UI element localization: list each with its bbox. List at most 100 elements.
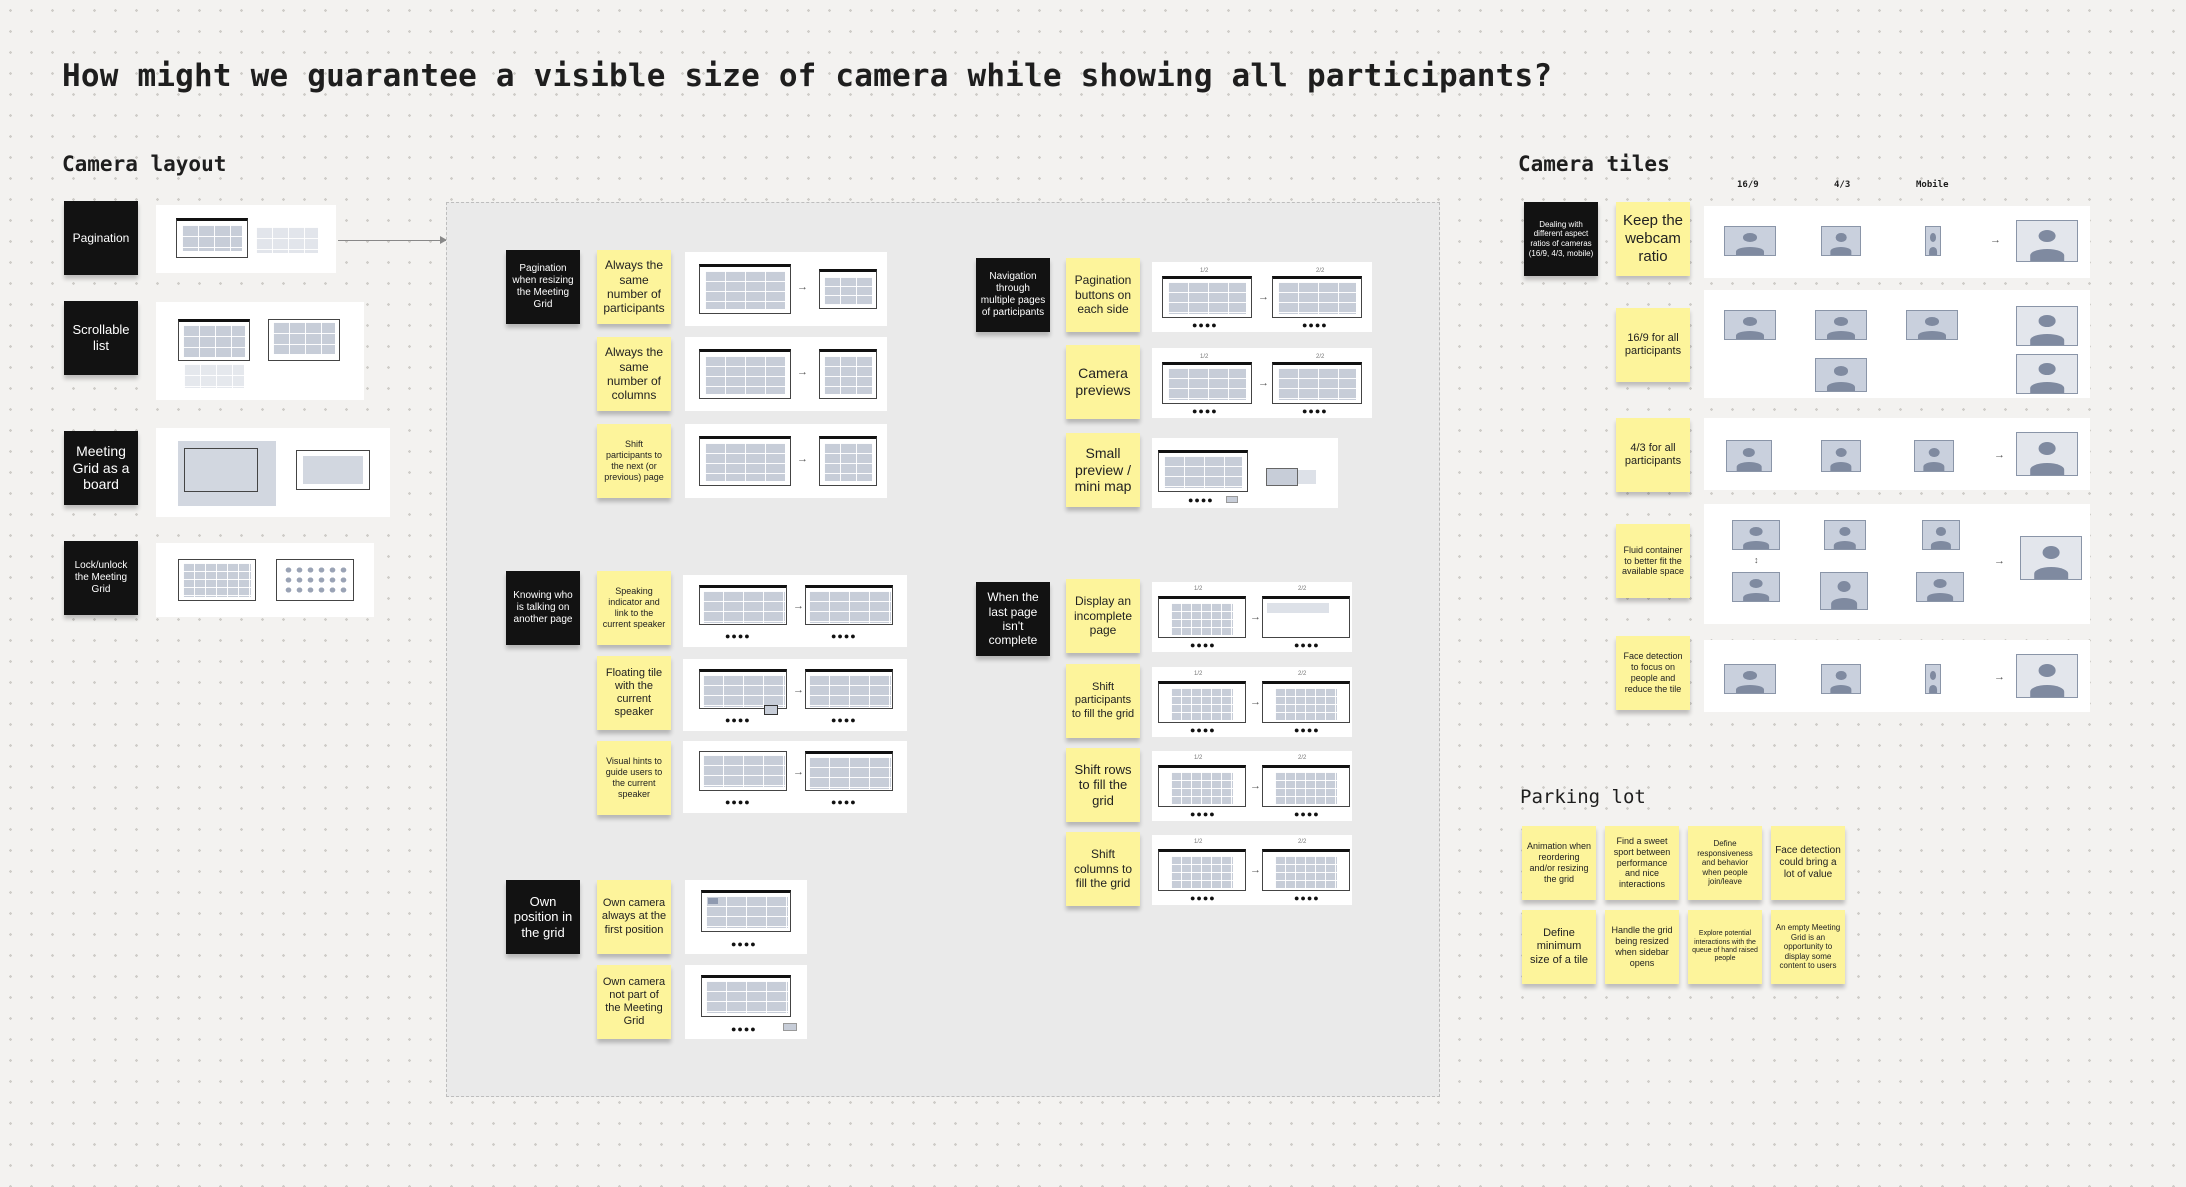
mock-board-area	[303, 456, 363, 484]
sticky-label: Pagination buttons on each side	[1074, 273, 1132, 317]
page-dots: ●●●●	[831, 797, 857, 807]
sticky-pagination-resize[interactable]: Pagination when resizing the Meeting Gri…	[506, 250, 580, 324]
mock-screen	[1162, 276, 1252, 318]
sticky-camera-previews[interactable]: Camera previews	[1066, 345, 1140, 419]
sticky-shift-columns[interactable]: Shift columns to fill the grid	[1066, 832, 1140, 906]
sticky-parking-performance[interactable]: Find a sweet sport between performance a…	[1605, 826, 1679, 900]
mock-screen	[1272, 276, 1362, 318]
column-header-16-9: 16/9	[1737, 180, 1759, 190]
sticky-lock-unlock[interactable]: Lock/unlock the Meeting Grid	[64, 541, 138, 615]
mock-screen	[805, 751, 893, 791]
mockup-same-participants: →	[685, 252, 887, 326]
mockup-own-not-part: ●●●●	[685, 965, 807, 1039]
transition-arrow: →	[1994, 555, 2005, 567]
mockup-own-first: ●●●●	[685, 880, 807, 954]
camera-tile-mobile	[1925, 226, 1941, 256]
mini-map	[1266, 468, 1298, 486]
transition-arrow: →	[1250, 611, 1261, 623]
sticky-pagination[interactable]: Pagination	[64, 201, 138, 275]
mock-grid	[703, 755, 785, 787]
sticky-label: Shift participants to fill the grid	[1071, 681, 1135, 720]
sticky-parking-empty-grid[interactable]: An empty Meeting Grid is an opportunity …	[1771, 910, 1845, 984]
result-grid	[2016, 354, 2078, 394]
sticky-label: Face detection could bring a lot of valu…	[1775, 845, 1841, 880]
sticky-parking-responsiveness[interactable]: Define responsiveness and behavior when …	[1688, 826, 1762, 900]
sticky-scrollable-list[interactable]: Scrollable list	[64, 301, 138, 375]
result-grid	[2016, 306, 2078, 346]
sticky-16-9-all[interactable]: 16/9 for all participants	[1616, 308, 1690, 382]
mock-screen	[819, 349, 877, 399]
transition-arrow: →	[1994, 671, 2005, 683]
page-label: 2/2	[1316, 354, 1325, 360]
page-label: 2/2	[1298, 755, 1307, 761]
tiles-row-keep-ratio: →	[1704, 206, 2090, 278]
mockup-shift-rows: 1/2 ●●●● → 2/2 ●●●●	[1152, 751, 1352, 821]
sticky-visual-hints[interactable]: Visual hints to guide users to the curre…	[597, 741, 671, 815]
page-dots: ●●●●	[1294, 725, 1320, 735]
sticky-shift-next-page[interactable]: Shift participants to the next (or previ…	[597, 424, 671, 498]
sticky-parking-min-size[interactable]: Define minimum size of a tile	[1522, 910, 1596, 984]
page-dots: ●●●●	[731, 1024, 757, 1034]
sticky-parking-animation[interactable]: Animation when reordering and/or resizin…	[1522, 826, 1596, 900]
sticky-mini-map[interactable]: Small preview / mini map	[1066, 433, 1140, 507]
sticky-incomplete-page[interactable]: Display an incomplete page	[1066, 579, 1140, 653]
mock-grid	[1278, 368, 1356, 400]
mock-grid	[1171, 772, 1233, 804]
sticky-own-not-part[interactable]: Own camera not part of the Meeting Grid	[597, 965, 671, 1039]
sticky-fluid-container[interactable]: Fluid container to better fit the availa…	[1616, 524, 1690, 598]
mock-grid	[1275, 856, 1337, 888]
sticky-same-participants[interactable]: Always the same number of participants	[597, 250, 671, 324]
sticky-pagination-buttons[interactable]: Pagination buttons on each side	[1066, 258, 1140, 332]
sticky-aspect-ratios[interactable]: Dealing with different aspect ratios of …	[1524, 202, 1598, 276]
mock-screen	[699, 585, 787, 625]
sticky-keep-ratio[interactable]: Keep the webcam ratio	[1616, 202, 1690, 276]
result-grid	[2016, 654, 2078, 698]
sticky-shift-participants[interactable]: Shift participants to fill the grid	[1066, 664, 1140, 738]
sticky-face-detection[interactable]: Face detection to focus on people and re…	[1616, 636, 1690, 710]
sticky-parking-face-detection[interactable]: Face detection could bring a lot of valu…	[1771, 826, 1845, 900]
camera-tile-4-3	[1824, 520, 1866, 550]
transition-arrow: →	[797, 366, 808, 378]
mock-screen	[268, 319, 340, 361]
mockup-floating-tile: ●●●● → ●●●●	[683, 659, 907, 731]
sticky-speaking-indicator[interactable]: Speaking indicator and link to the curre…	[597, 571, 671, 645]
mock-grid	[1171, 688, 1233, 720]
sticky-meeting-grid-board[interactable]: Meeting Grid as a board	[64, 431, 138, 505]
sticky-own-position[interactable]: Own position in the grid	[506, 880, 580, 954]
camera-tile-mobile-fluid	[1916, 572, 1964, 602]
page-dots: ●●●●	[1190, 809, 1216, 819]
sticky-parking-sidebar[interactable]: Handle the grid being resized when sideb…	[1605, 910, 1679, 984]
sticky-navigation[interactable]: Navigation through multiple pages of par…	[976, 258, 1050, 332]
page-label: 2/2	[1298, 671, 1307, 677]
sticky-label: An empty Meeting Grid is an opportunity …	[1775, 923, 1841, 971]
page-label: 1/2	[1194, 839, 1203, 845]
sticky-label: Camera previews	[1075, 365, 1131, 398]
page-label: 1/2	[1194, 671, 1203, 677]
mock-grid-next	[256, 227, 318, 253]
mock-grid	[824, 277, 872, 305]
page-dots: ●●●●	[1188, 495, 1214, 505]
page-dots: ●●●●	[831, 631, 857, 641]
mock-grid	[705, 443, 785, 481]
sticky-parking-hand-raised[interactable]: Explore potential interactions with the …	[1688, 910, 1762, 984]
mock-grid	[1164, 456, 1242, 488]
camera-tile-mobile	[1914, 440, 1954, 472]
sticky-last-page[interactable]: When the last page isn't complete	[976, 582, 1050, 656]
sticky-label: Meeting Grid as a board	[72, 442, 130, 493]
transition-arrow: →	[1250, 780, 1261, 792]
camera-tile-mobile	[1906, 310, 1958, 340]
connector-arrow	[338, 236, 447, 244]
sticky-4-3-all[interactable]: 4/3 for all participants	[1616, 418, 1690, 492]
sticky-same-columns[interactable]: Always the same number of columns	[597, 337, 671, 411]
mockup-shift-participants: 1/2 ●●●● → 2/2 ●●●●	[1152, 667, 1352, 737]
mock-grid-overflow	[184, 364, 244, 388]
sticky-shift-rows[interactable]: Shift rows to fill the grid	[1066, 748, 1140, 822]
sticky-knowing-who-talks[interactable]: Knowing who is talking on another page	[506, 571, 580, 645]
floating-speaker-tile	[764, 705, 778, 715]
sticky-own-first[interactable]: Own camera always at the first position	[597, 880, 671, 954]
sticky-floating-tile[interactable]: Floating tile with the current speaker	[597, 656, 671, 730]
mock-screen	[1162, 362, 1252, 404]
mock-grid	[1275, 688, 1337, 720]
page-dots: ●●●●	[1294, 893, 1320, 903]
mock-partial-grid	[1267, 603, 1329, 613]
